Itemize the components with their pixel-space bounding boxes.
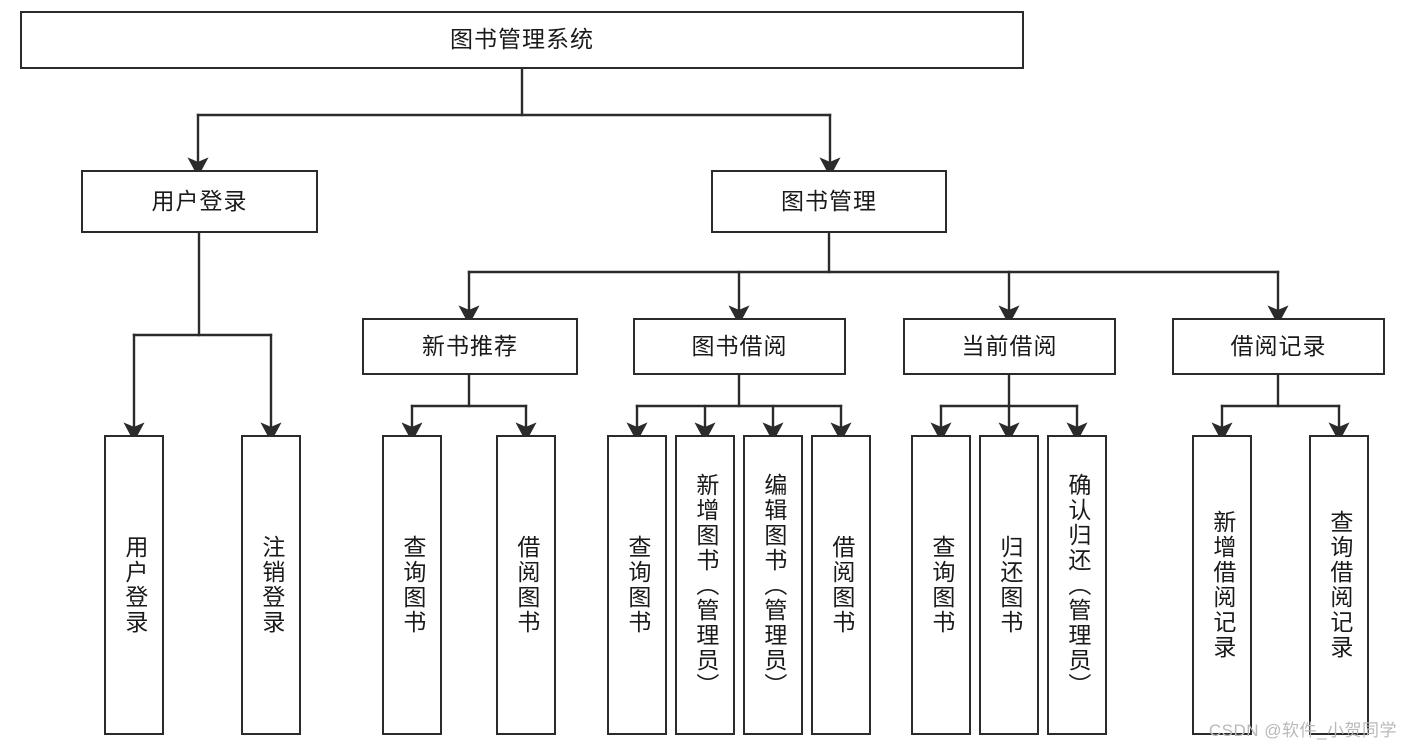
node-label: 归还图书: [996, 535, 1023, 635]
node-leaf-query-borrow-record[interactable]: 查询借阅记录: [1309, 435, 1369, 735]
node-leaf-add-book[interactable]: 新增图书（管理员）: [675, 435, 735, 735]
node-book-borrow[interactable]: 图书借阅: [633, 318, 846, 375]
node-label: 查询图书: [928, 535, 955, 635]
node-label: 借阅记录: [1230, 332, 1327, 359]
node-label: 新书推荐: [422, 332, 518, 359]
node-user-login[interactable]: 用户登录: [81, 170, 318, 233]
node-current-borrow[interactable]: 当前借阅: [903, 318, 1116, 375]
node-leaf-user-logout[interactable]: 注销登录: [241, 435, 301, 735]
node-label: 图书借阅: [691, 332, 788, 359]
node-label: 借阅图书: [828, 535, 855, 635]
node-book-manage[interactable]: 图书管理: [711, 170, 947, 233]
watermark-text: CSDN @软件_小贺同学: [1208, 721, 1397, 740]
node-label: 新增借阅记录: [1209, 510, 1236, 660]
node-leaf-return-book[interactable]: 归还图书: [979, 435, 1039, 735]
node-leaf-borrow-book-recommend[interactable]: 借阅图书: [496, 435, 556, 735]
node-leaf-query-book-current[interactable]: 查询图书: [911, 435, 971, 735]
node-label: 新增图书（管理员）: [692, 472, 719, 698]
node-leaf-confirm-return[interactable]: 确认归还（管理员）: [1047, 435, 1107, 735]
node-leaf-user-login[interactable]: 用户登录: [104, 435, 164, 735]
node-label: 查询借阅记录: [1326, 510, 1353, 660]
node-label: 用户登录: [151, 187, 248, 214]
node-label: 借阅图书: [513, 535, 540, 635]
node-leaf-query-book-recommend[interactable]: 查询图书: [382, 435, 442, 735]
node-label: 查询图书: [399, 535, 426, 635]
node-leaf-add-borrow-record[interactable]: 新增借阅记录: [1192, 435, 1252, 735]
node-label: 编辑图书（管理员）: [760, 472, 787, 698]
node-borrow-record[interactable]: 借阅记录: [1172, 318, 1385, 375]
node-label: 查询图书: [624, 535, 651, 635]
node-label: 确认归还（管理员）: [1064, 472, 1091, 698]
node-leaf-query-book-borrow[interactable]: 查询图书: [607, 435, 667, 735]
node-leaf-edit-book[interactable]: 编辑图书（管理员）: [743, 435, 803, 735]
node-label: 当前借阅: [961, 332, 1058, 359]
node-new-book-recommend[interactable]: 新书推荐: [362, 318, 578, 375]
node-label: 用户登录: [121, 535, 148, 635]
node-leaf-borrow-book[interactable]: 借阅图书: [811, 435, 871, 735]
node-label: 图书管理系统: [450, 26, 594, 53]
node-label: 图书管理: [781, 187, 877, 214]
node-label: 注销登录: [258, 535, 285, 635]
node-root-system[interactable]: 图书管理系统: [20, 11, 1024, 69]
